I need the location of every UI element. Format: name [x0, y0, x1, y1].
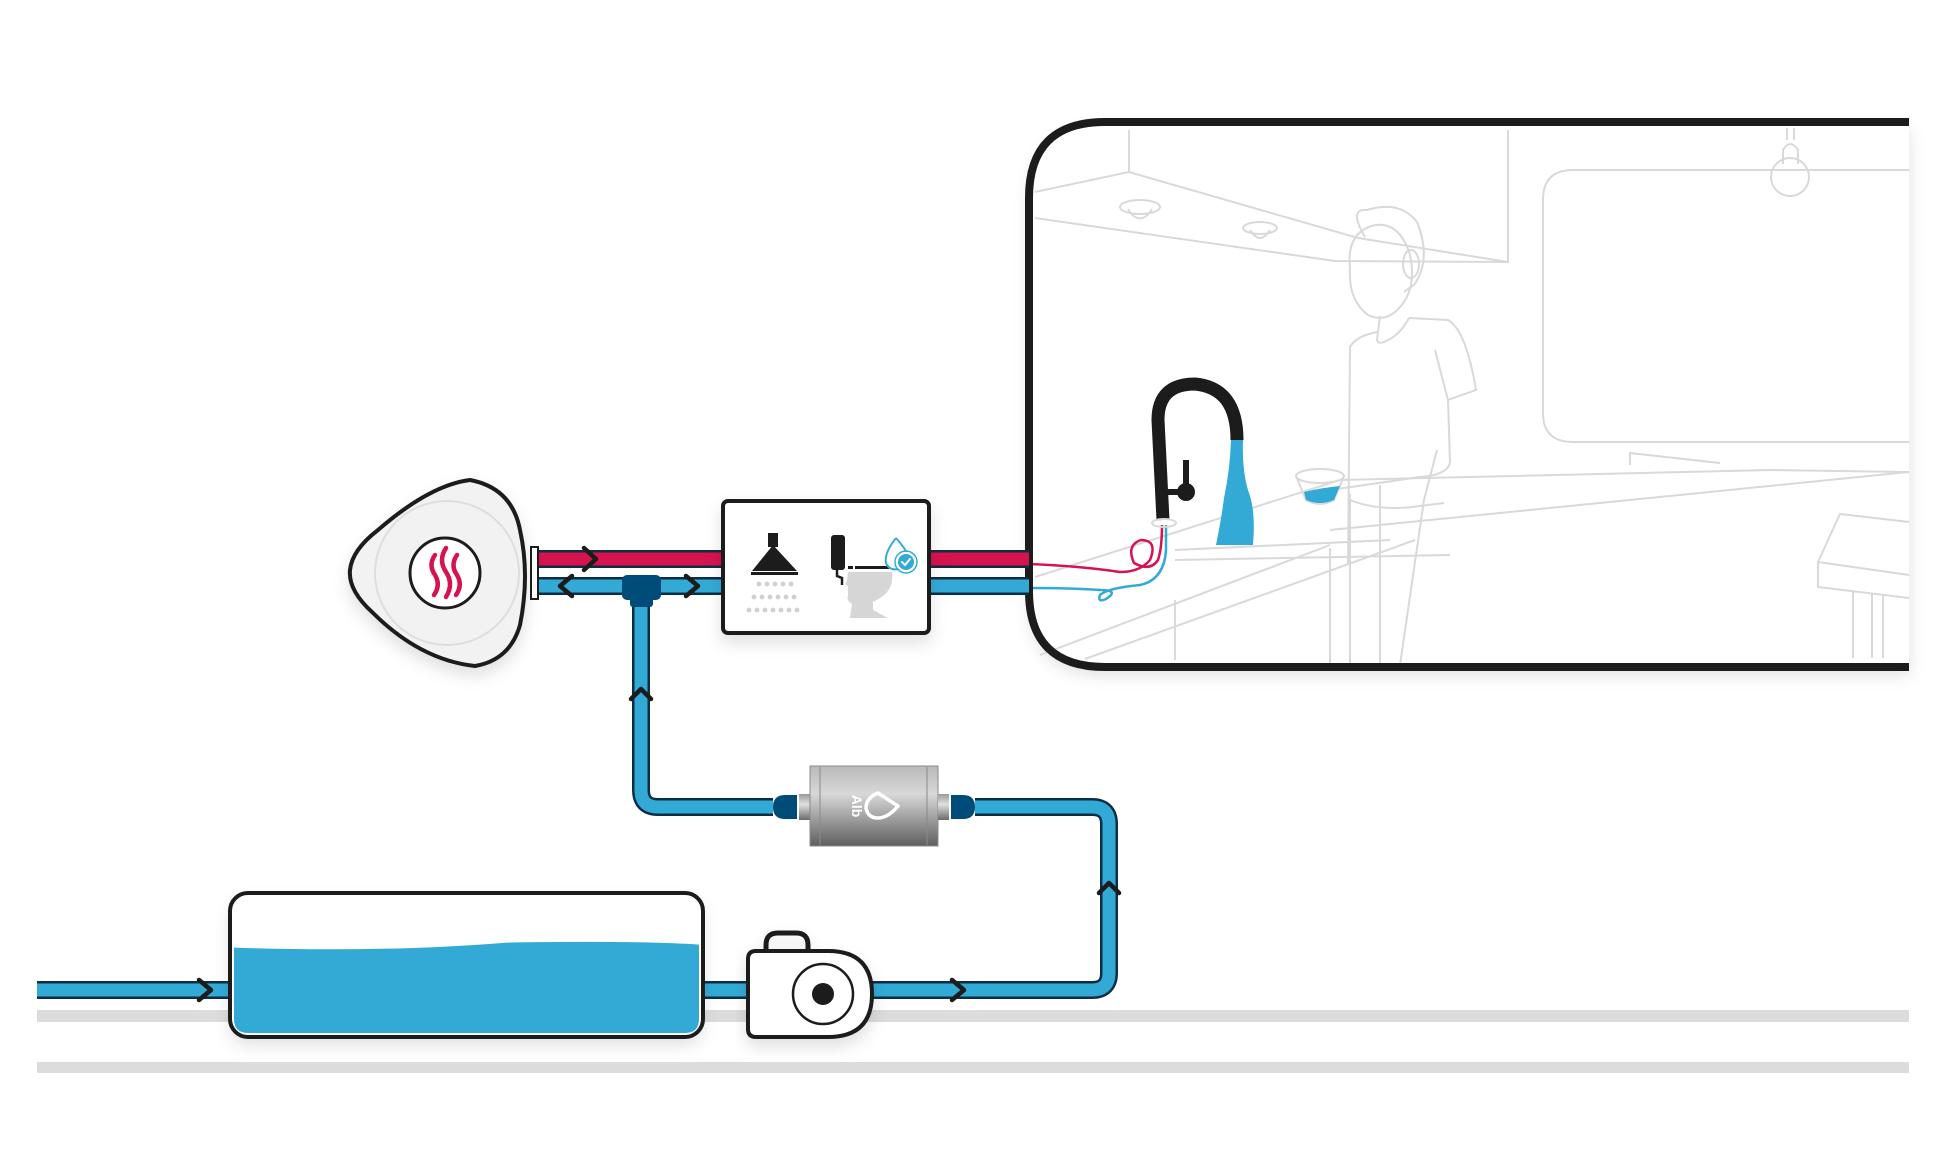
window-outline — [1542, 169, 1909, 443]
upper-cabinet — [1034, 130, 1509, 264]
side-table — [1817, 512, 1910, 658]
flow-arrow-right-riser-up — [1096, 880, 1122, 896]
filter-cap-right — [938, 794, 949, 820]
t-junction-stem — [630, 595, 653, 607]
water-filter[interactable]: Alb — [773, 765, 975, 847]
cold-hose — [1028, 525, 1168, 602]
shower-icon — [746, 533, 800, 613]
water-stream — [1216, 440, 1254, 545]
hot-hose — [1028, 524, 1164, 574]
cup-icon — [1295, 468, 1345, 505]
ceiling-light-2-bulb — [1249, 229, 1271, 239]
cold-pipe-network[interactable] — [37, 590, 1116, 997]
flow-arrow-pump-right — [949, 977, 967, 1003]
tank-outline — [228, 891, 705, 1039]
pump-body — [746, 949, 875, 1039]
counter — [1034, 451, 1910, 665]
faucet-hoses — [1028, 524, 1168, 602]
floor-rail-lower — [37, 1062, 1909, 1073]
flow-arrow-cold-right — [683, 573, 701, 599]
kitchen-scene-lines — [1034, 128, 1910, 666]
water-drop-check-icon — [884, 537, 918, 574]
flow-arrow-hot-right — [581, 545, 599, 573]
kitchen-frame — [1025, 118, 1909, 671]
filter-brand-text: Alb — [849, 795, 865, 818]
flow-arrow-inlet-right — [196, 977, 214, 1003]
flow-arrow-cold-left — [557, 573, 575, 599]
filter-drop-logo-icon — [864, 791, 900, 820]
filter-cap-left — [799, 794, 810, 820]
shower-drops — [746, 581, 800, 613]
toilet-icon — [831, 535, 893, 618]
heater-details — [374, 500, 520, 646]
filter-body — [809, 765, 939, 847]
water-pump[interactable] — [746, 930, 875, 1039]
person-illustration — [1329, 206, 1478, 666]
faucet-icon — [1151, 377, 1254, 545]
heat-waves-icon — [429, 545, 462, 600]
heater-connector — [530, 546, 539, 600]
ceiling-light-2 — [1242, 221, 1278, 235]
filter-connector-right — [951, 795, 975, 819]
flow-arrows — [196, 545, 1122, 1003]
pump-center — [812, 983, 834, 1005]
lamp-icon — [1770, 128, 1810, 197]
heater-inner-ring — [374, 500, 520, 646]
t-junction — [622, 575, 661, 600]
ceiling-light-1 — [1119, 199, 1161, 215]
ceiling-light-1-bulb — [1127, 208, 1153, 220]
filter-connector-left — [773, 795, 797, 819]
pump-handle — [763, 930, 811, 951]
tank-water-level — [234, 941, 699, 1033]
flow-arrow-left-riser-up — [628, 686, 654, 702]
pump-ring — [791, 962, 855, 1026]
